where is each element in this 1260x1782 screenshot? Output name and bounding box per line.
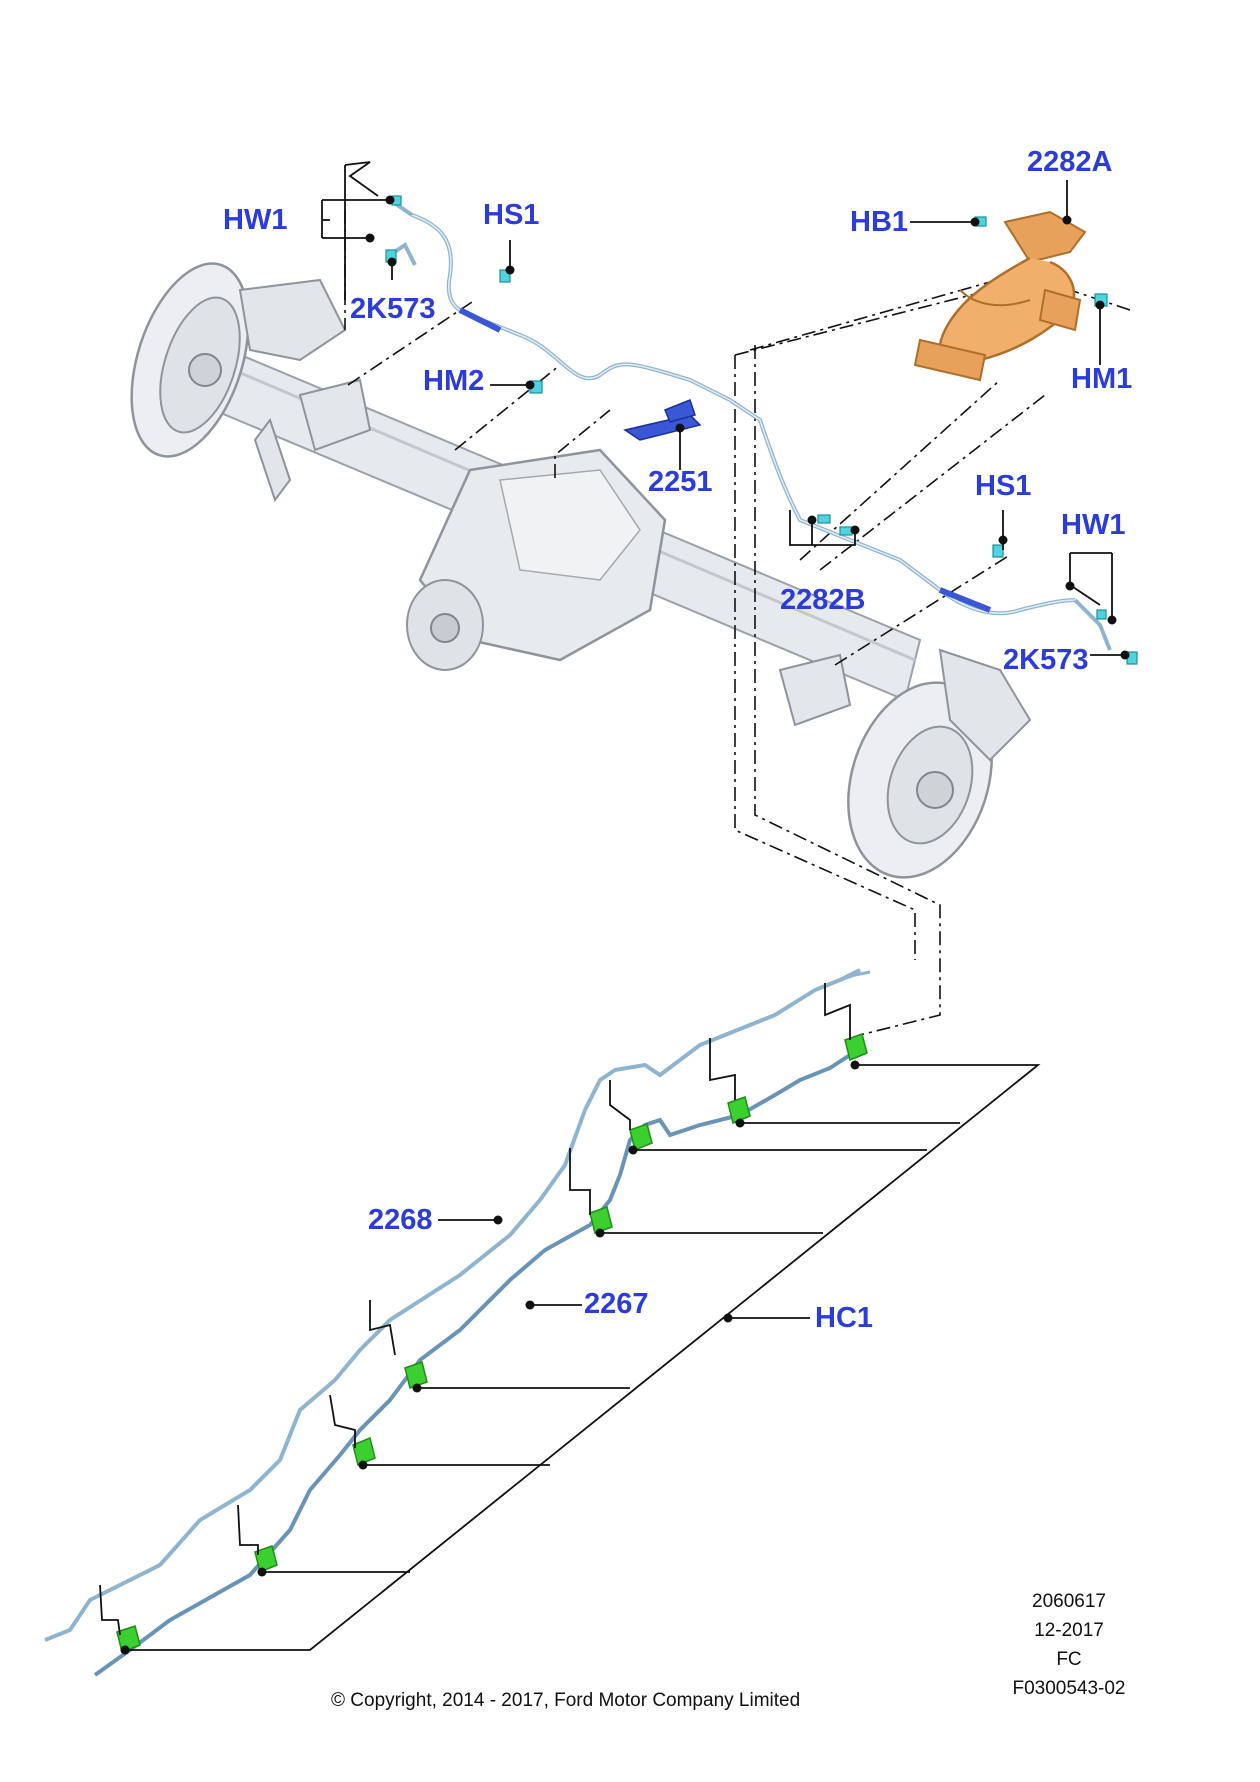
clip-6 <box>629 1123 653 1152</box>
callout-2251: 2251 <box>648 466 713 498</box>
bracket-2251 <box>623 399 702 441</box>
clip-8 <box>844 1033 868 1062</box>
brake-line-2267 <box>93 1048 861 1677</box>
callout-2K573-right: 2K573 <box>1003 644 1089 676</box>
callout-HS1-left: HS1 <box>483 199 540 231</box>
fitting-hs1-right <box>992 544 1004 558</box>
brake-line-2268 <box>44 968 861 1642</box>
drawing-ref: F0300543-02 <box>1012 1678 1126 1699</box>
callout-HM2: HM2 <box>423 365 485 397</box>
fitting-hw1-right <box>1096 609 1107 620</box>
drawing-code: FC <box>1056 1649 1082 1670</box>
upper-brake-lines <box>388 198 1112 651</box>
brake-tee-bracket-2282A <box>913 210 1087 382</box>
fitting-2282b-a <box>817 514 831 524</box>
drawing-date: 12-2017 <box>1034 1620 1104 1641</box>
hc1-bracket-outline <box>125 1064 1041 1651</box>
differential-housing <box>406 448 667 671</box>
callout-2282B: 2282B <box>780 584 866 616</box>
callout-HW1-right: HW1 <box>1061 509 1126 541</box>
left-brake-backing-plate <box>130 262 347 503</box>
callout-HB1: HB1 <box>850 206 909 238</box>
clip-3 <box>352 1436 376 1467</box>
clip-2 <box>254 1545 278 1574</box>
callout-2282A: 2282A <box>1027 146 1113 178</box>
left-brake-hose <box>458 307 502 333</box>
callout-2268: 2268 <box>368 1204 433 1236</box>
clip-4 <box>404 1361 428 1389</box>
clip-5 <box>589 1206 613 1234</box>
callout-HC1: HC1 <box>815 1302 874 1334</box>
callout-HS1-right: HS1 <box>975 470 1032 502</box>
clip-1 <box>116 1625 141 1654</box>
drawing-number: 2060617 <box>1032 1591 1106 1612</box>
callout-HW1-left: HW1 <box>223 204 288 236</box>
callout-2K573-left: 2K573 <box>350 293 436 325</box>
copyright-notice: © Copyright, 2014 - 2017, Ford Motor Com… <box>331 1690 801 1711</box>
rear-axle-assembly <box>130 262 1032 879</box>
callout-HM1: HM1 <box>1071 363 1133 395</box>
fitting-hs1-left <box>499 269 511 283</box>
lower-brake-lines <box>44 968 871 1677</box>
right-spring-perch <box>778 653 852 727</box>
left-spring-perch <box>298 378 372 452</box>
fitting-2282b-b <box>839 526 853 536</box>
right-brake-hose <box>938 587 992 613</box>
clip-7 <box>727 1096 751 1125</box>
brake-line-clips <box>116 1033 868 1654</box>
drawing-info: 2060617 12-2017 FC F0300543-02 <box>989 1587 1149 1703</box>
leader-dots <box>120 195 1130 1655</box>
callout-2267: 2267 <box>584 1288 649 1320</box>
right-brake-rotor <box>847 648 1032 879</box>
